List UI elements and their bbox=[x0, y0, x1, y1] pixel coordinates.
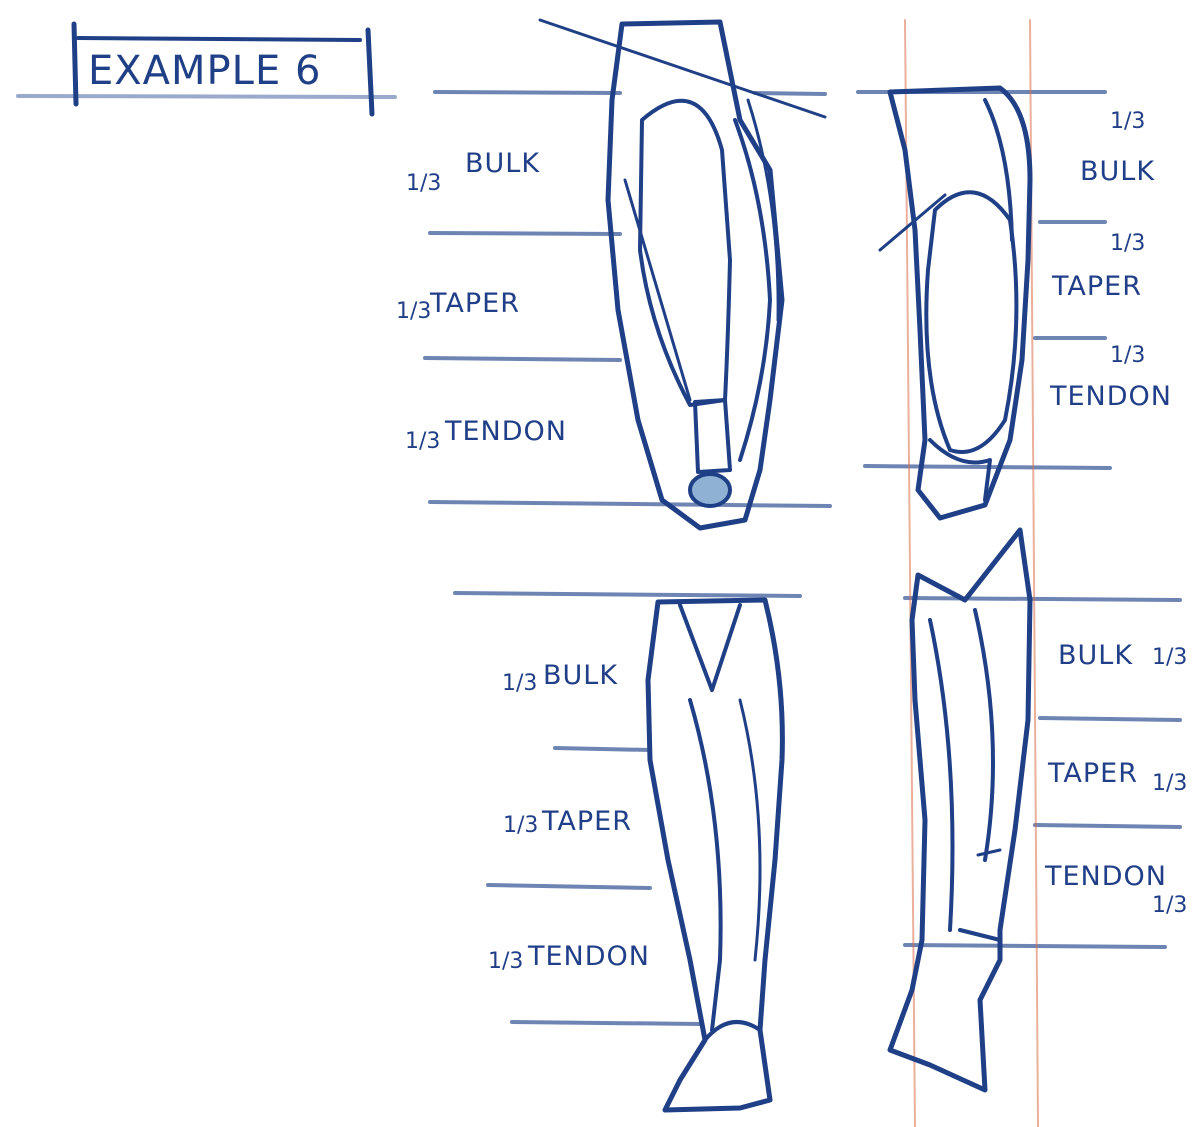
fraction-lower-front-taper: 1/3 bbox=[503, 813, 538, 838]
thigh-side bbox=[880, 88, 1030, 518]
label-lower-front-tendon: TENDON bbox=[527, 941, 650, 972]
calf-front bbox=[648, 600, 782, 1110]
fraction-lower-side-bulk: 1/3 bbox=[1152, 645, 1187, 670]
fraction-upper-front-bulk: 1/3 bbox=[406, 171, 441, 196]
title-box: EXAMPLE 6 bbox=[18, 24, 395, 114]
fraction-lower-side-taper: 1/3 bbox=[1152, 771, 1187, 796]
labels-upper-front: 1/3 BULK 1/3 TAPER 1/3 TENDON bbox=[396, 148, 567, 454]
label-upper-front-bulk: BULK bbox=[465, 148, 540, 179]
label-upper-side-tendon: TENDON bbox=[1049, 381, 1172, 412]
labels-upper-side: 1/3 BULK 1/3 TAPER 1/3 TENDON bbox=[1049, 109, 1172, 412]
label-lower-front-taper: TAPER bbox=[541, 806, 632, 837]
label-upper-side-taper: TAPER bbox=[1051, 271, 1142, 302]
title-text: EXAMPLE 6 bbox=[88, 48, 321, 94]
label-upper-side-bulk: BULK bbox=[1080, 156, 1155, 187]
fraction-upper-front-taper: 1/3 bbox=[396, 299, 431, 324]
construction-lines bbox=[905, 20, 1038, 1127]
label-upper-front-taper: TAPER bbox=[429, 288, 520, 319]
label-upper-front-tendon: TENDON bbox=[444, 416, 567, 447]
calf-side bbox=[890, 530, 1030, 1090]
thigh-front bbox=[540, 20, 825, 528]
fraction-lower-front-bulk: 1/3 bbox=[502, 671, 537, 696]
labels-lower-side: BULK 1/3 TAPER 1/3 TENDON 1/3 bbox=[1044, 640, 1187, 918]
label-lower-front-bulk: BULK bbox=[543, 660, 618, 691]
label-lower-side-tendon: TENDON bbox=[1044, 861, 1167, 892]
label-lower-side-bulk: BULK bbox=[1058, 640, 1133, 671]
fraction-upper-side-tendon: 1/3 bbox=[1110, 343, 1145, 368]
fraction-lower-front-tendon: 1/3 bbox=[488, 949, 523, 974]
labels-lower-front: 1/3 BULK 1/3 TAPER 1/3 TENDON bbox=[488, 660, 650, 974]
label-lower-side-taper: TAPER bbox=[1047, 758, 1138, 789]
fraction-lower-side-tendon: 1/3 bbox=[1152, 893, 1187, 918]
fraction-upper-side-bulk: 1/3 bbox=[1110, 109, 1145, 134]
fraction-upper-side-taper: 1/3 bbox=[1110, 231, 1145, 256]
fraction-upper-front-tendon: 1/3 bbox=[405, 429, 440, 454]
